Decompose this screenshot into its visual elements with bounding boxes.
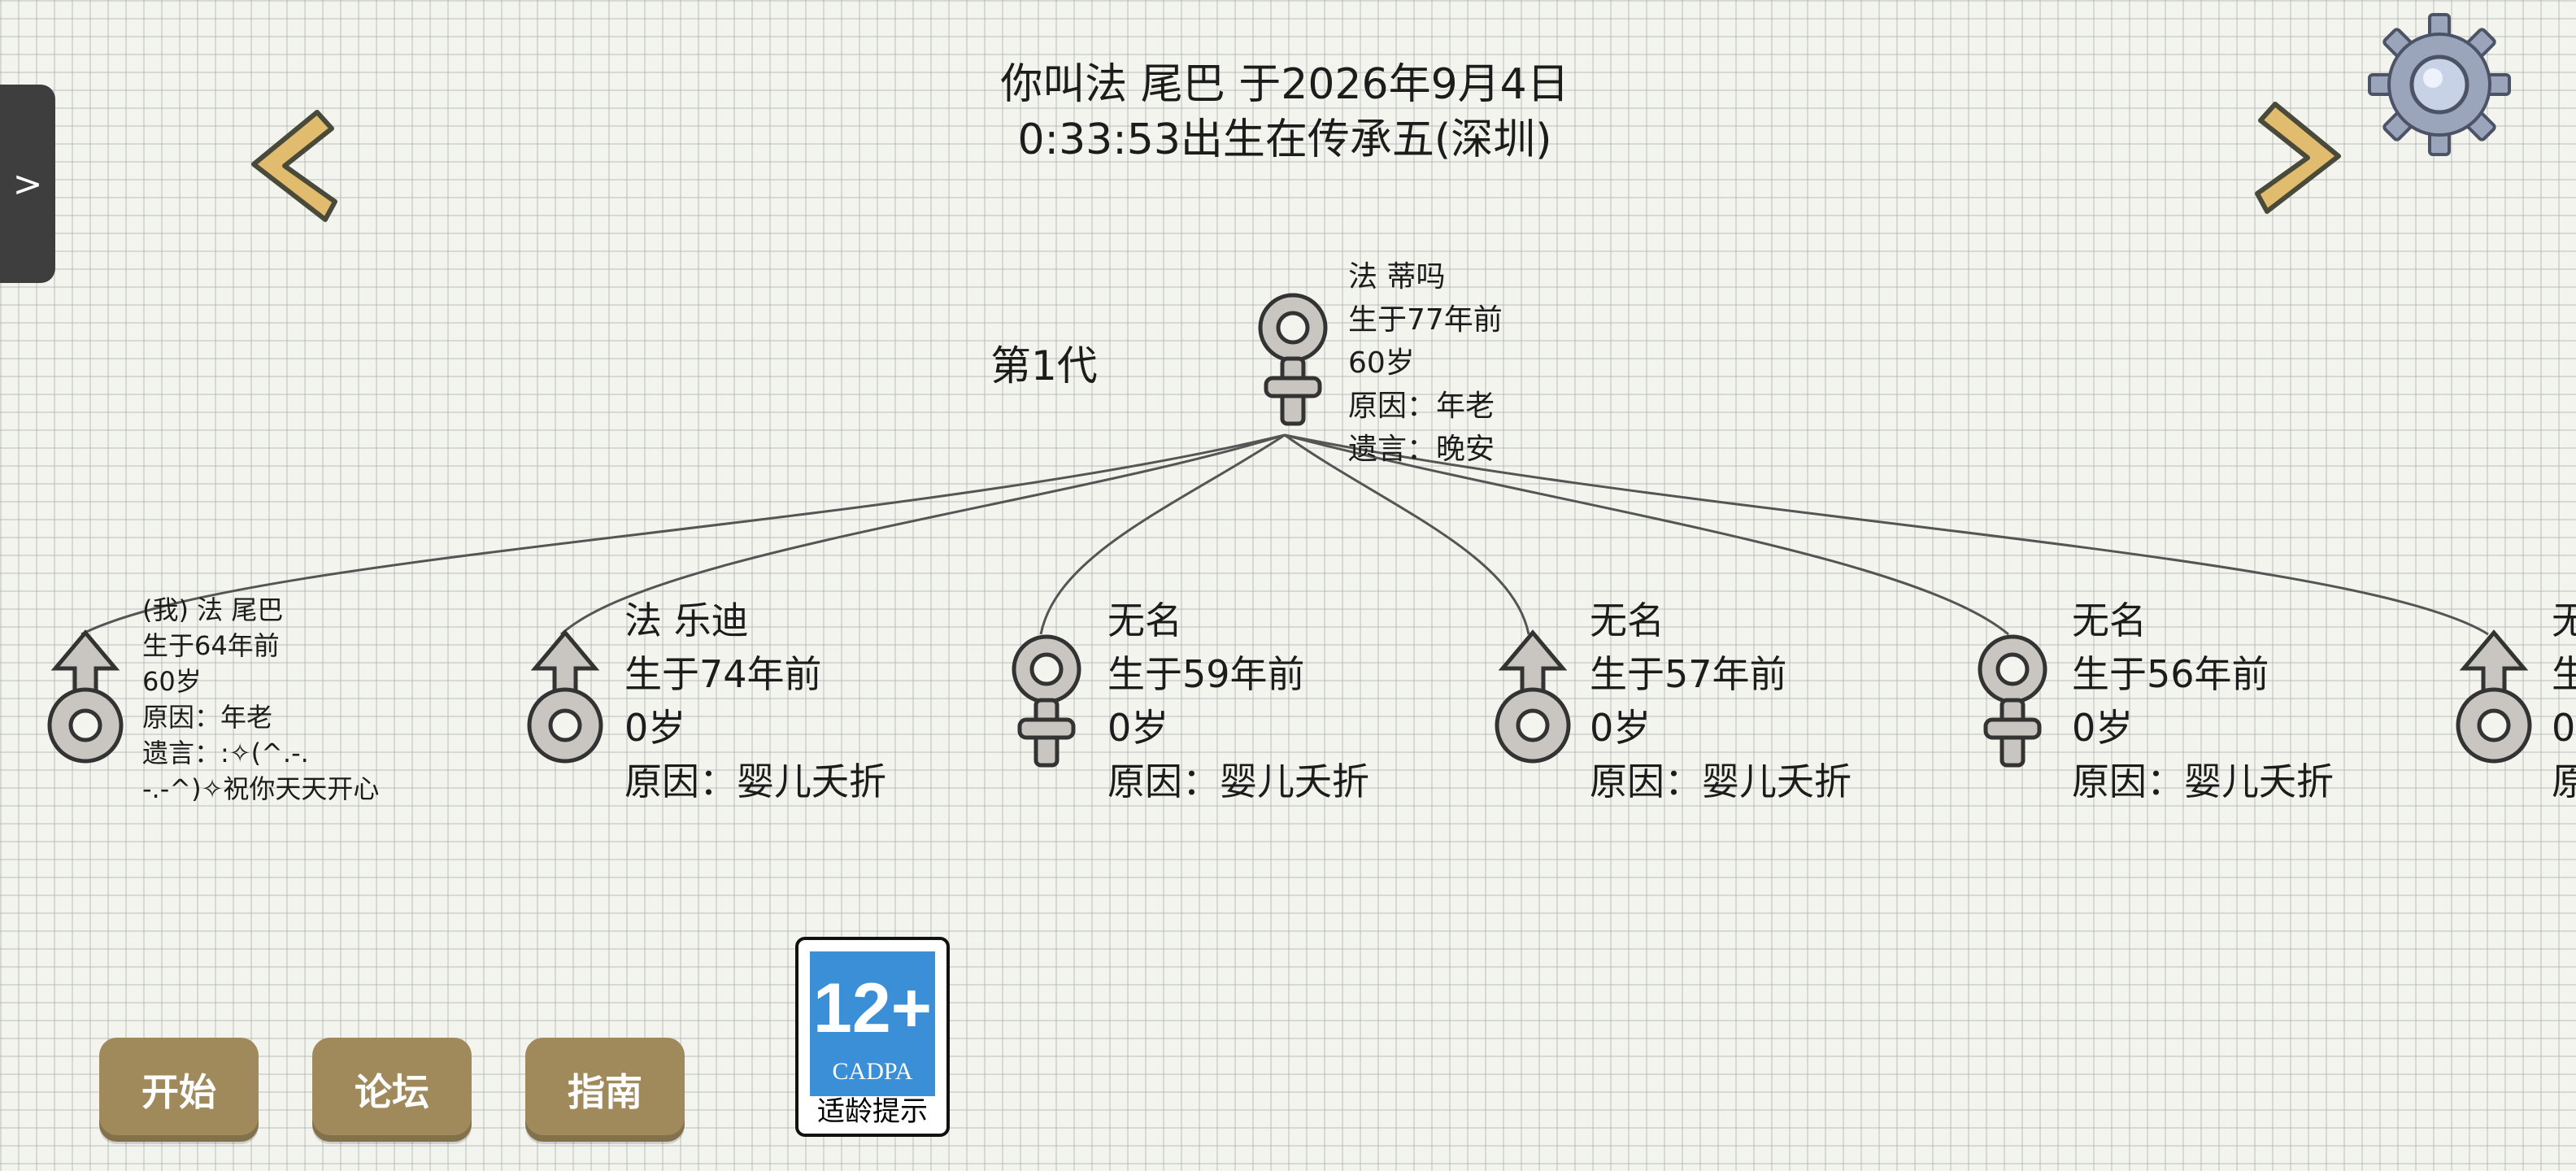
tree-line-5 bbox=[1284, 433, 2009, 636]
birth-info-line-2: 0:33:53出生在传承五(深圳) bbox=[1017, 115, 1552, 164]
start-button[interactable]: 开始 bbox=[99, 1038, 259, 1142]
child-6-icon[interactable] bbox=[2449, 626, 2539, 768]
child-4-cause: 原因：婴儿夭折 bbox=[1590, 760, 1852, 803]
root-last-words: 遗言：晚安 bbox=[1348, 433, 1495, 466]
tree-line-2 bbox=[559, 433, 1286, 636]
child-2-name: 法 乐迪 bbox=[624, 599, 749, 642]
settings-gear-button[interactable] bbox=[2366, 11, 2513, 158]
child-6-cause: 原 bbox=[2552, 760, 2576, 803]
child-1-last-words-1: 遗言：:✧(^.-. bbox=[142, 738, 309, 768]
child-4-info: 无名 生于57年前 0岁 原因：婴儿夭折 bbox=[1590, 594, 1852, 808]
child-2-cause: 原因：婴儿夭折 bbox=[624, 760, 886, 803]
root-name: 法 蒂吗 bbox=[1348, 260, 1446, 294]
generation-label: 第1代 bbox=[990, 342, 1098, 390]
child-1-icon[interactable] bbox=[41, 626, 130, 768]
root-person-icon[interactable] bbox=[1248, 289, 1338, 431]
child-2-age: 0岁 bbox=[624, 706, 686, 750]
root-cause: 原因：年老 bbox=[1348, 390, 1495, 423]
child-5-info: 无名 生于56年前 0岁 原因：婴儿夭折 bbox=[2072, 594, 2334, 808]
child-2-info: 法 乐迪 生于74年前 0岁 原因：婴儿夭折 bbox=[624, 594, 886, 808]
child-1-age: 60岁 bbox=[142, 666, 202, 697]
root-age: 60岁 bbox=[1348, 346, 1415, 380]
child-3-born: 生于59年前 bbox=[1107, 652, 1305, 696]
child-2-born: 生于74年前 bbox=[624, 652, 822, 696]
child-2-icon[interactable] bbox=[520, 626, 610, 768]
child-3-age: 0岁 bbox=[1107, 706, 1169, 750]
side-panel-toggle[interactable]: > bbox=[0, 85, 55, 283]
gear-icon bbox=[2368, 13, 2511, 156]
root-born: 生于77年前 bbox=[1348, 303, 1503, 337]
root-person-info: 法 蒂吗 生于77年前 60岁 原因：年老 遗言：晚安 bbox=[1348, 255, 1503, 471]
child-1-cause: 原因：年老 bbox=[142, 702, 273, 733]
child-5-name: 无名 bbox=[2072, 599, 2147, 642]
child-1-info: (我) 法 尾巴 生于64年前 60岁 原因：年老 遗言：:✧(^.-. -.-… bbox=[142, 592, 379, 807]
child-5-icon[interactable] bbox=[1968, 630, 2057, 773]
chevron-right-icon bbox=[2255, 102, 2341, 214]
birth-info-title: 你叫法 尾巴 于2026年9月4日 0:33:53出生在传承五(深圳) bbox=[894, 57, 1675, 168]
age-rating-number: 12+ bbox=[813, 969, 932, 1047]
child-5-cause: 原因：婴儿夭折 bbox=[2072, 760, 2334, 803]
child-6-name: 无 bbox=[2552, 599, 2576, 642]
birth-info-line-1: 你叫法 尾巴 于2026年9月4日 bbox=[1000, 60, 1569, 109]
child-4-icon[interactable] bbox=[1488, 626, 1577, 768]
child-4-name: 无名 bbox=[1590, 599, 1664, 642]
child-3-icon[interactable] bbox=[1002, 630, 1091, 773]
tree-line-4 bbox=[1284, 433, 1530, 635]
child-5-age: 0岁 bbox=[2072, 706, 2134, 750]
child-6-info: 无 生 0 原 bbox=[2552, 594, 2576, 808]
prev-arrow-button[interactable] bbox=[236, 98, 358, 236]
child-4-age: 0岁 bbox=[1590, 706, 1651, 750]
tree-line-1 bbox=[80, 433, 1286, 636]
tree-line-3 bbox=[1039, 433, 1286, 635]
chevron-left-icon bbox=[251, 110, 337, 222]
guide-button[interactable]: 指南 bbox=[525, 1038, 685, 1142]
child-6-age: 0 bbox=[2552, 706, 2576, 750]
child-5-born: 生于56年前 bbox=[2072, 652, 2269, 696]
age-rating-panel: 12+ CADPA bbox=[810, 951, 935, 1096]
forum-button[interactable]: 论坛 bbox=[312, 1038, 472, 1142]
child-3-name: 无名 bbox=[1107, 599, 1182, 642]
child-3-info: 无名 生于59年前 0岁 原因：婴儿夭折 bbox=[1107, 594, 1369, 808]
age-rating-badge[interactable]: 12+ CADPA 适龄提示 bbox=[795, 937, 950, 1137]
age-rating-tip: 适龄提示 bbox=[817, 1095, 928, 1128]
child-3-cause: 原因：婴儿夭折 bbox=[1107, 760, 1369, 803]
next-arrow-button[interactable] bbox=[2234, 89, 2356, 228]
tree-line-6 bbox=[1284, 433, 2489, 636]
child-1-last-words-2: -.-^)✧祝你天天开心 bbox=[142, 773, 380, 804]
child-6-born: 生 bbox=[2552, 652, 2576, 696]
chevron-right-icon: > bbox=[12, 163, 43, 205]
child-4-born: 生于57年前 bbox=[1590, 652, 1787, 696]
child-1-born: 生于64年前 bbox=[142, 630, 280, 661]
child-1-name: (我) 法 尾巴 bbox=[142, 594, 284, 625]
age-rating-org: CADPA bbox=[832, 1058, 913, 1085]
